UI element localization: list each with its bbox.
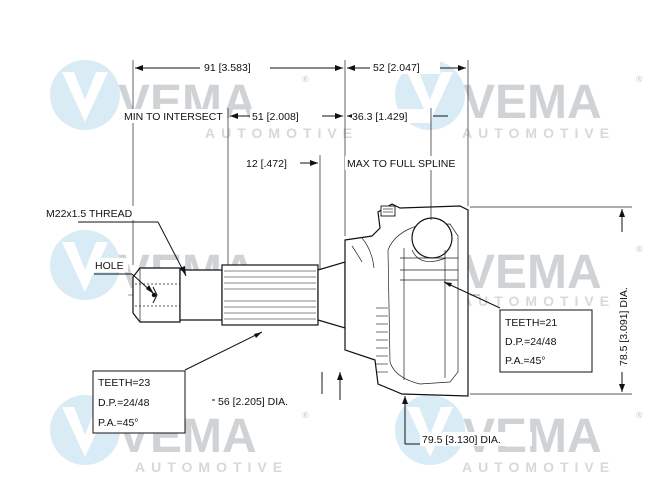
bell-housing <box>344 203 469 397</box>
callout-right-dp: D.P.=24/48 <box>505 336 557 348</box>
watermark-sub: AUTOMOTIVE <box>462 459 615 475</box>
dim-overall-right: 52 [2.047] <box>373 62 420 74</box>
watermark-sub: AUTOMOTIVE <box>462 293 615 309</box>
dim-shaft-diameter: 56 [2.205] DIA. <box>218 396 288 408</box>
callout-right-teeth: TEETH=21 <box>505 317 557 329</box>
abs-ring <box>376 307 388 373</box>
watermark-sub: AUTOMOTIVE <box>462 125 615 141</box>
threaded-stub <box>132 267 181 323</box>
dim-spline-length: 36.3 [1.429] <box>352 111 408 123</box>
callout-left-pa: P.A.=45° <box>98 417 139 429</box>
dim-small-offset: 12 [.472] <box>246 158 287 170</box>
watermark-sub: AUTOMOTIVE <box>205 125 358 141</box>
callout-right-pa: P.A.=45° <box>505 355 546 367</box>
dim-overall-left: 91 [3.583] <box>204 62 251 74</box>
callout-right: TEETH=21 D.P.=24/48 P.A.=45° <box>499 309 593 373</box>
watermark-trademark: ® <box>636 74 643 84</box>
label-hole: HOLE <box>95 260 124 272</box>
watermark-trademark: ® <box>636 244 643 254</box>
callout-left-dp: D.P.=24/48 <box>98 397 150 409</box>
watermark-trademark: ® <box>636 410 643 420</box>
callout-left-teeth: TEETH=23 <box>98 377 150 389</box>
cv-joint-part <box>128 203 480 397</box>
dimension-labels: 91 [3.583] 52 [2.047] MIN TO INTERSECT 5… <box>44 60 630 446</box>
shaft-shoulder <box>179 269 223 321</box>
dim-min-to-intersect: 51 [2.008] <box>252 111 299 123</box>
dim-outer-diameter: 78.5 [3.091] DIA. <box>618 287 630 366</box>
label-thread: M22x1.5 THREAD <box>46 208 133 220</box>
dim-housing-diameter: 79.5 [3.130] DIA. <box>422 434 501 446</box>
stud-bolt <box>380 205 396 217</box>
callout-left: TEETH=23 D.P.=24/48 P.A.=45° <box>92 370 186 434</box>
watermark-brand: VEMA <box>463 246 602 299</box>
label-min-to-intersect: MIN TO INTERSECT <box>124 111 223 123</box>
ball-bearing <box>411 217 453 259</box>
watermark-logo: VEMA AUTOMOTIVE ® <box>50 395 309 475</box>
shaft-neck <box>317 261 346 329</box>
watermark-sub: AUTOMOTIVE <box>135 459 288 475</box>
splined-shaft <box>221 264 319 326</box>
watermark-trademark: ® <box>302 74 309 84</box>
watermark-brand: VEMA <box>463 76 602 129</box>
label-max-to-full-spline: MAX TO FULL SPLINE <box>347 158 455 170</box>
watermark-trademark: ® <box>302 410 309 420</box>
